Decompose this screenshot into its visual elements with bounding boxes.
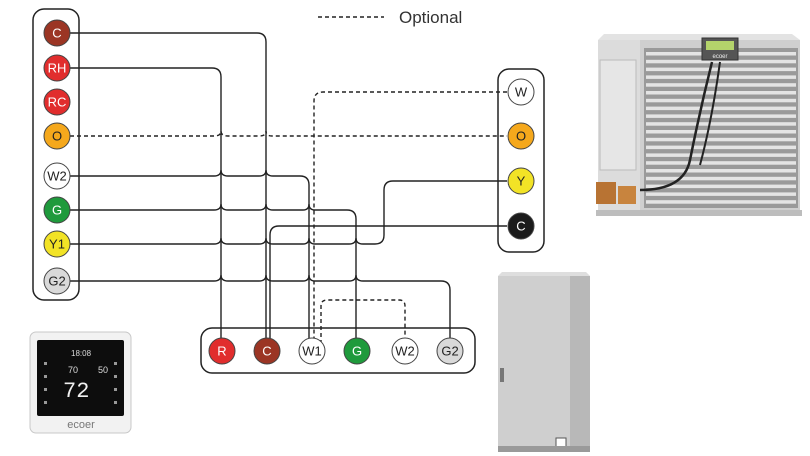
air-handler-terminal-g2: G2	[436, 337, 464, 365]
outdoor-terminal-panel	[497, 68, 545, 253]
terminal-label: RC	[48, 95, 67, 110]
wire-o-dashed	[70, 130, 507, 137]
grille-slat	[646, 98, 796, 103]
grille-slat	[646, 67, 796, 72]
wires	[70, 32, 507, 344]
air-handler-terminal-panel	[200, 327, 476, 374]
terminal-label: W1	[302, 344, 322, 359]
thermostat-terminal-rc: RC	[43, 88, 71, 116]
terminal-label: W2	[47, 169, 67, 184]
terminal-label: O	[516, 129, 526, 144]
grille-slat	[646, 106, 796, 111]
terminal-label: W	[515, 85, 528, 100]
thermostat-terminals: C RH RC O W2 G Y1 G2	[43, 19, 71, 295]
grille-slat	[646, 169, 796, 173]
thermostat-terminal-o: O	[43, 122, 71, 150]
grille-slat	[646, 59, 796, 64]
thermostat-setpoint-right: 50	[98, 365, 108, 375]
wire-c	[70, 32, 267, 344]
air-handler-terminal-w1: W1	[298, 337, 326, 365]
thermostat-terminal-rh: RH	[43, 54, 71, 82]
terminal-label: RH	[48, 61, 67, 76]
grille-slat	[646, 192, 796, 196]
thermostat-setpoint-left: 70	[68, 365, 78, 375]
wire-outdoor-c	[269, 225, 507, 344]
wire-w2	[70, 169, 310, 344]
grille-slat	[646, 184, 796, 189]
terminal-label: C	[262, 344, 271, 359]
terminal-label: Y	[517, 174, 526, 189]
thermostat-terminal-g2: G2	[43, 267, 71, 295]
air-handler-terminal-r: R	[208, 337, 236, 365]
air-handler-terminal-w2: W2	[391, 337, 419, 365]
outdoor-terminal-o: O	[507, 122, 535, 150]
terminal-label: W2	[395, 344, 415, 359]
grille-slat	[646, 153, 796, 157]
terminal-label: G	[52, 203, 62, 218]
terminal-label: G2	[48, 274, 65, 289]
grille-slat	[646, 114, 796, 118]
grille-slat	[646, 122, 796, 126]
outdoor-unit-logo: ecoer	[712, 54, 727, 60]
terminal-label: Y1	[49, 237, 65, 252]
terminal-label: R	[217, 344, 226, 359]
thermostat-terminal-g: G	[43, 196, 71, 224]
grille-slat	[646, 200, 796, 204]
terminal-label: G	[352, 344, 362, 359]
wire-g	[70, 203, 357, 344]
thermostat-terminal-panel	[32, 8, 80, 301]
grille-slat	[646, 91, 796, 95]
outdoor-terminals: W O Y C	[507, 78, 535, 240]
wire-y1	[70, 180, 507, 245]
air-handler-terminal-g: G	[343, 337, 371, 365]
grille-slat	[646, 83, 796, 87]
grille-slat	[646, 176, 796, 181]
thermostat-device-image: 18:08 70 50 72 ecoer	[29, 331, 132, 434]
wire-w1-w2-dashed	[320, 299, 406, 344]
thermostat-logo: ecoer	[67, 419, 95, 431]
air-handler-unit-image	[498, 272, 590, 452]
thermostat-time: 18:08	[71, 349, 92, 358]
air-handler-terminal-c: C	[253, 337, 281, 365]
thermostat-terminal-y1: Y1	[43, 230, 71, 258]
terminal-label: O	[52, 129, 62, 144]
outdoor-unit-image: ecoer	[596, 34, 802, 216]
outdoor-unit-grille	[644, 48, 798, 208]
thermostat-terminal-c: C	[43, 19, 71, 47]
wire-outdoor-w-dashed	[313, 91, 507, 344]
legend-label: Optional	[399, 8, 462, 27]
grille-slat	[646, 75, 796, 79]
outdoor-terminal-y: Y	[507, 167, 535, 195]
air-handler-terminals: R C W1 G W2 G2	[208, 337, 464, 365]
terminal-label: C	[52, 26, 61, 41]
thermostat-terminal-w2: W2	[43, 162, 71, 190]
wire-rh	[70, 67, 222, 344]
terminal-label: G2	[441, 344, 458, 359]
wire-g2	[70, 274, 451, 344]
outdoor-terminal-c: C	[507, 212, 535, 240]
grille-slat	[646, 145, 796, 150]
thermostat-temperature: 72	[63, 379, 89, 404]
outdoor-terminal-w: W	[507, 78, 535, 106]
grille-slat	[646, 137, 796, 142]
grille-slat	[646, 161, 796, 165]
grille-slat	[646, 130, 796, 134]
terminal-label: C	[516, 219, 525, 234]
